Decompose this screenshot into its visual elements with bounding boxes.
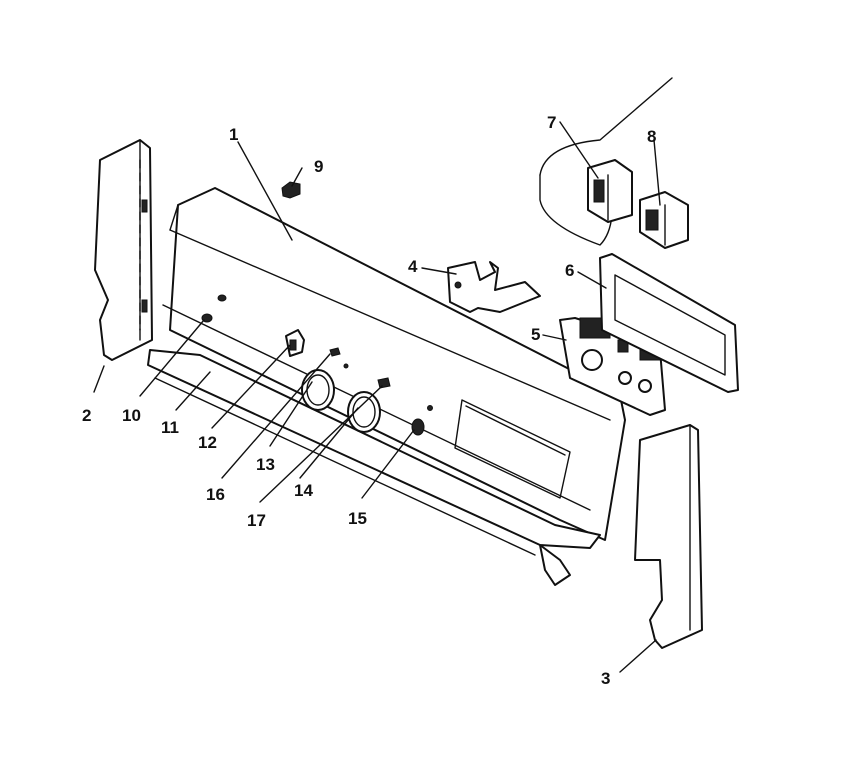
leader-lines — [93, 121, 661, 673]
part-16-screw — [329, 347, 341, 357]
callout-10: 10 — [122, 406, 141, 425]
callout-3: 3 — [601, 669, 610, 688]
callout-13: 13 — [256, 455, 275, 474]
part-17-screw — [377, 377, 391, 389]
part-9-clip — [281, 181, 301, 199]
part-15-knob — [411, 418, 425, 436]
callout-4: 4 — [408, 257, 418, 276]
part-1-backguard-panel — [162, 187, 626, 541]
callout-labels: 1 2 3 4 5 6 7 8 9 10 11 12 13 14 15 16 1… — [82, 113, 656, 688]
part-11-lower-trim — [147, 349, 601, 586]
callout-8: 8 — [647, 127, 656, 146]
part-6-display-frame — [599, 253, 739, 393]
callout-17: 17 — [247, 511, 266, 530]
callout-7: 7 — [547, 113, 556, 132]
part-13-knob — [301, 369, 335, 411]
part-3-right-end-cap — [634, 424, 703, 649]
part-2-left-end-cap — [94, 139, 153, 361]
part-7-switch — [587, 159, 633, 223]
callout-14: 14 — [294, 481, 313, 500]
callout-2: 2 — [82, 406, 91, 425]
part-14-knob — [347, 391, 381, 433]
part-8-switch — [639, 191, 689, 249]
callout-6: 6 — [565, 261, 574, 280]
part-12-switch — [285, 329, 305, 357]
inset-bubble — [539, 77, 673, 246]
callout-9: 9 — [314, 157, 323, 176]
callout-1: 1 — [229, 125, 238, 144]
callout-15: 15 — [348, 509, 367, 528]
callout-16: 16 — [206, 485, 225, 504]
part-4-bracket — [447, 261, 541, 313]
callout-5: 5 — [531, 325, 540, 344]
callout-11: 11 — [161, 418, 179, 437]
callout-12: 12 — [198, 433, 217, 452]
